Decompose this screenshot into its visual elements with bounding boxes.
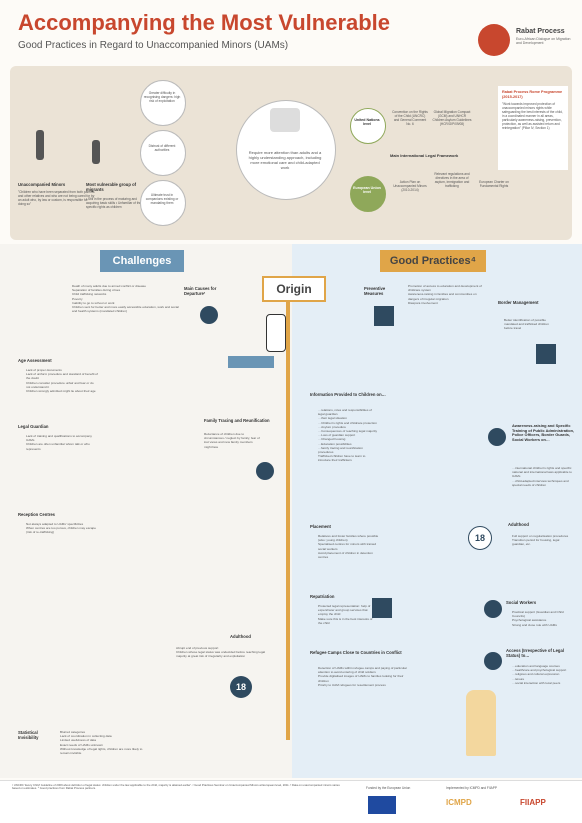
globe-logo-icon bbox=[478, 24, 510, 56]
uam-title: Unaccompanied Minors bbox=[18, 182, 66, 187]
social-worker-icon bbox=[484, 600, 502, 618]
challenges-panel bbox=[0, 244, 292, 778]
funded-by: Funded by the European Union bbox=[366, 786, 411, 790]
page-subtitle: Good Practices in Regard to Unaccompanie… bbox=[18, 40, 289, 51]
brand-sub: Euro-African Dialogue on Migration and D… bbox=[516, 37, 571, 45]
statistical-invisibility-title: Statistical Invisibility bbox=[18, 730, 39, 740]
family-icon bbox=[256, 462, 274, 480]
placement-title: Placement bbox=[310, 524, 331, 529]
information-list: …relations, roles and responsibilities o… bbox=[318, 408, 377, 463]
programme-text: "Work towards improved protection of una… bbox=[502, 102, 563, 130]
adult-figure-icon bbox=[466, 690, 496, 756]
suitcase-icon bbox=[372, 598, 392, 618]
child-figure-icon bbox=[36, 130, 44, 160]
eu-flag-icon bbox=[368, 796, 396, 814]
preventive-list: Promotion of access to education and dev… bbox=[408, 284, 482, 305]
migrant-figure-icon bbox=[92, 140, 100, 164]
adulthood-left-title: Adulthood bbox=[230, 634, 251, 639]
circle-trust bbox=[140, 180, 186, 226]
group-figure-icon bbox=[270, 108, 300, 132]
preventive-title: Preventive Measures bbox=[364, 286, 386, 296]
preventive-icon bbox=[374, 306, 394, 326]
challenges-heading: Challenges bbox=[100, 250, 184, 272]
page-title: Accompanying the Most Vulnerable bbox=[18, 10, 391, 35]
fiiapp-logo: FIIAPP bbox=[520, 798, 546, 807]
good-practices-panel bbox=[292, 244, 582, 778]
information-title: Information Provided to Children on… bbox=[310, 392, 386, 397]
un-level-circle bbox=[350, 108, 386, 144]
adulthood-right-title: Adulthood bbox=[508, 522, 529, 527]
age-18-right-badge: 18 bbox=[468, 526, 492, 550]
access-title: Access (Irrespective of Legal Status) to… bbox=[506, 648, 564, 658]
social-workers-list: Practical support (Guardian and Child Co… bbox=[512, 610, 564, 627]
walking-child-icon bbox=[266, 314, 286, 352]
programme-box bbox=[498, 86, 568, 170]
framework-title: Main International Legal Framework bbox=[390, 153, 459, 158]
origin-heading: Origin bbox=[262, 276, 326, 302]
circle-distrust-text: Distrust of different authorities bbox=[148, 144, 176, 152]
eu-framework-2: Relevant regulations and directives in t… bbox=[434, 172, 470, 188]
icmpd-logo: ICMPD bbox=[446, 798, 472, 807]
un-framework-1: Convention on the Rights of the Child (U… bbox=[392, 110, 428, 126]
un-framework-2: Global Migration Compact (GCM) and UNHCR… bbox=[432, 110, 472, 126]
training-icon bbox=[488, 428, 506, 446]
circle-danger-text: Greater difficulty in recognising danger… bbox=[143, 91, 181, 103]
footnotes: ¹ UNCRC 'Every Child' Guideline of 2009 … bbox=[12, 783, 340, 791]
vulnerable-title: Most vulnerable group of migrants bbox=[86, 182, 137, 192]
reception-centres-title: Reception Centres bbox=[18, 512, 55, 517]
legal-guardian-title: Legal Guardian bbox=[18, 424, 49, 429]
departure-causes: Death of many adults due to armed confli… bbox=[72, 284, 179, 314]
implemented-by: Implemented by ICMPD and FIIAPP bbox=[446, 786, 498, 790]
circle-trust-text: Ultimate trust in companions existing or… bbox=[145, 193, 179, 205]
eu-framework-3: European Charter on Fundamental Rights bbox=[479, 180, 509, 188]
border-mgmt-title: Border Management bbox=[498, 300, 539, 305]
good-practices-heading: Good Practices⁴ bbox=[380, 250, 486, 272]
age-assessment-title: Age Assessment bbox=[18, 358, 52, 363]
access-icon bbox=[484, 652, 502, 670]
un-level: United Nations level bbox=[354, 118, 380, 127]
awareness-title: Awareness-raising and Specific Training … bbox=[512, 423, 575, 442]
age-18-left-badge: 18 bbox=[230, 676, 252, 698]
eu-level: European Union level bbox=[353, 186, 381, 195]
circle-distrust bbox=[140, 130, 186, 176]
attention-text: Require more attention than adults and a… bbox=[248, 150, 322, 170]
adulthood-right-list: Full support on regularisation procedure… bbox=[512, 534, 569, 547]
social-workers-title: Social Workers bbox=[506, 600, 537, 605]
eu-level-circle bbox=[350, 176, 386, 212]
uam-text: "Children who have been separated from b… bbox=[18, 190, 95, 206]
legal-guardian-list: Lack of training and qualifications to a… bbox=[26, 434, 92, 451]
reception-centres-list: Not always adapted to UAMs' specificitie… bbox=[26, 522, 96, 535]
arrow-left-icon bbox=[228, 356, 274, 368]
footer bbox=[0, 780, 582, 823]
brand-name: Rabat Process bbox=[516, 28, 565, 35]
circle-danger bbox=[140, 80, 186, 126]
vulnerable-text: • Still in the process of maturing and a… bbox=[86, 197, 143, 209]
repatriation-title: Repatriation bbox=[310, 594, 335, 599]
awareness-list: …international children's rights and spe… bbox=[512, 466, 572, 487]
repatriation-list: Protected legal representation: help of … bbox=[318, 604, 373, 625]
border-icon bbox=[536, 344, 556, 364]
refugee-camps-title: Refugee Camps Close to Countries in Conf… bbox=[310, 650, 402, 655]
family-tracing-list: Reluctance of children due to circumstan… bbox=[204, 432, 260, 449]
access-list: …education and language courses…healthca… bbox=[512, 664, 567, 685]
eu-framework-1: Action Plan on Unaccompanied Minors (201… bbox=[393, 180, 427, 192]
journey-path bbox=[286, 300, 290, 740]
refugee-camps-list: Detection of UAMs within refugee camps a… bbox=[318, 666, 407, 687]
placement-list: Relatives and foster families where poss… bbox=[318, 534, 379, 560]
departure-title: Main Causes for Departure² bbox=[184, 286, 217, 296]
border-mgmt-list: Better identification of possible mandat… bbox=[504, 318, 549, 331]
departure-icon bbox=[200, 306, 218, 324]
programme-title: Rabat Process Rome Programme (2015-2017) bbox=[502, 90, 563, 99]
family-tracing-title: Family Tracing and Reunification bbox=[204, 418, 270, 423]
